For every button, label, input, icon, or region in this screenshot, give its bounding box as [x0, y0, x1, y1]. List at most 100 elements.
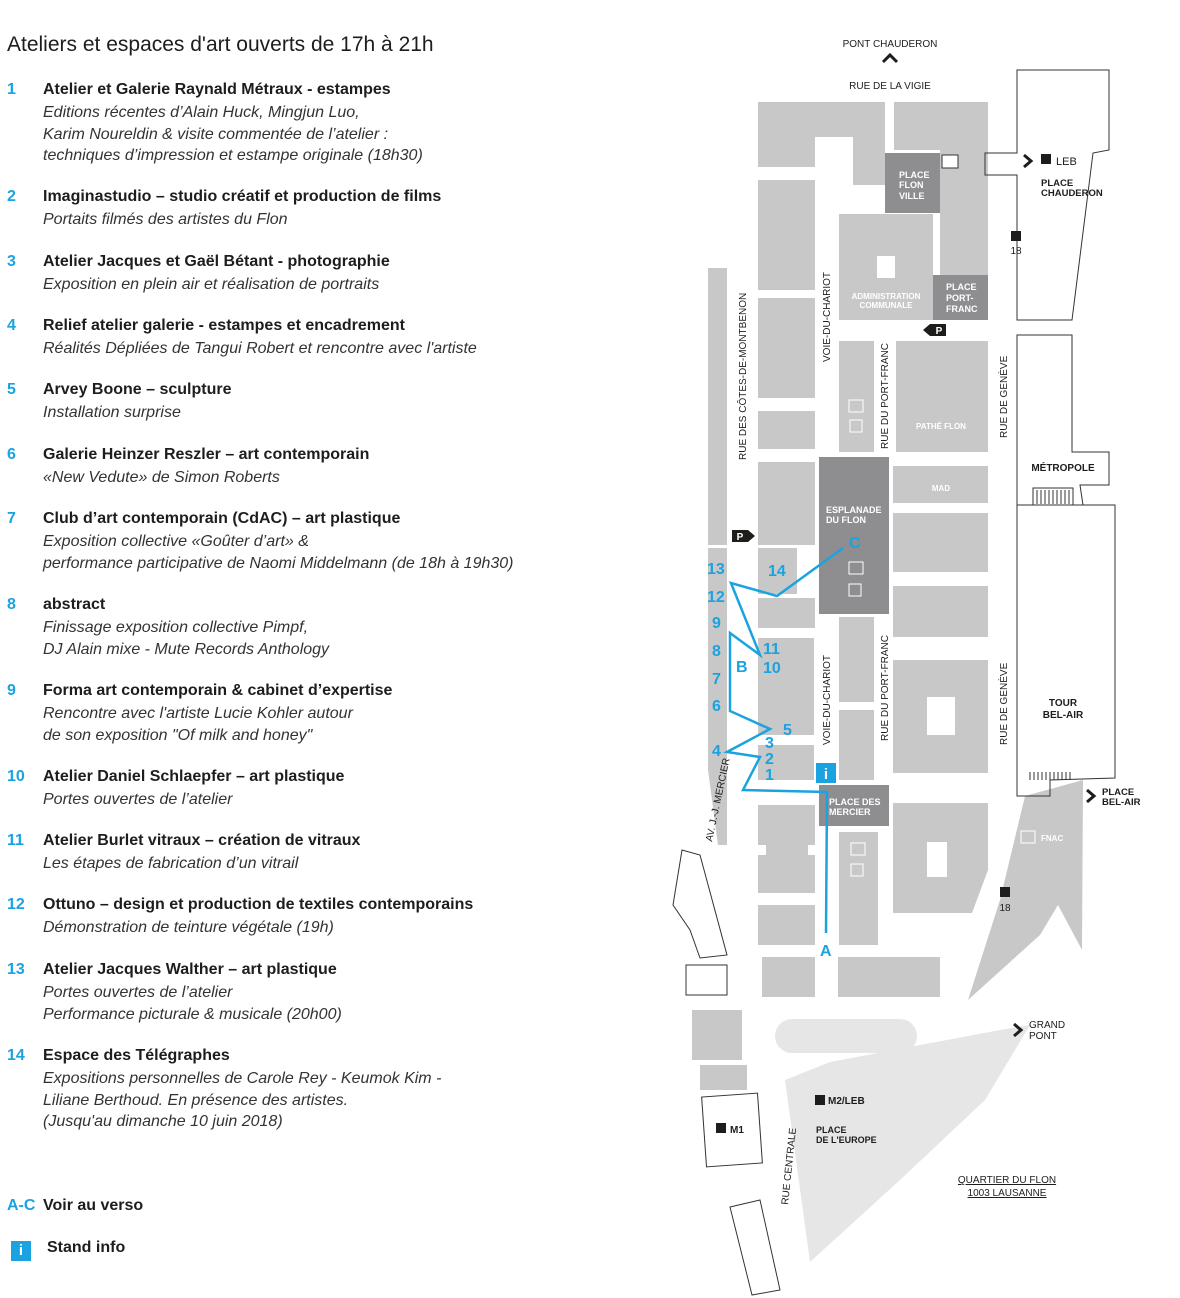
venue-description: Les étapes de fabrication d’un vitrail: [43, 855, 299, 872]
place-labels: PLACE FLON VILLE ADMINISTRATION COMMUNAL…: [826, 170, 1063, 843]
building: [893, 513, 988, 572]
info-stand-marker[interactable]: [816, 763, 836, 783]
svg-text:PONT: PONT: [1029, 1031, 1057, 1042]
svg-text:P: P: [737, 532, 744, 543]
label-leb: LEB: [1056, 156, 1077, 168]
building: [762, 957, 815, 997]
venue-title: Galerie Heinzer Reszler – art contempora…: [43, 446, 370, 463]
building-fnac: [968, 780, 1083, 1000]
venue-number: 1: [7, 81, 16, 98]
marker-3: 3: [765, 735, 774, 752]
legend-ac-key: A-C: [7, 1197, 36, 1214]
svg-text:PLACE: PLACE: [816, 1125, 847, 1135]
building: [839, 617, 874, 702]
label-rue-de-geneve: RUE DE GENÈVE: [997, 662, 1010, 745]
venue-description: Exposition en plein air et réalisation d…: [43, 276, 380, 293]
venue-description: Portes ouvertes de l’atelier: [43, 791, 233, 808]
venue-number: 10: [7, 768, 25, 785]
plaza-lozenge: [775, 1019, 917, 1053]
venue-number: 9: [7, 682, 16, 699]
esplanade-du-flon: [819, 457, 889, 614]
svg-text:BEL-AIR: BEL-AIR: [1102, 797, 1141, 808]
svg-text:TOUR: TOUR: [1049, 698, 1078, 709]
label-rue-centrale: RUE CENTRALE: [780, 1127, 799, 1205]
parking-icon: [848, 583, 862, 597]
building: [758, 411, 815, 449]
legend-ac-label: Voir au verso: [43, 1197, 144, 1214]
venue-description: Finissage exposition collective Pimpf, D…: [43, 619, 330, 658]
venue-number: 11: [7, 832, 24, 849]
building: [758, 462, 815, 545]
route-line: [723, 546, 844, 934]
label-voie-du-chariot: VOIE-DU-CHARIOT: [822, 655, 833, 745]
elevator-icon: [941, 154, 959, 169]
parking-icons: [848, 419, 864, 877]
marker-4: 4: [712, 743, 721, 760]
elevator-icon: [848, 561, 864, 575]
building: [839, 710, 874, 780]
building-strip: [708, 548, 727, 845]
street-labels: PONT CHAUDERON RUE DE LA VIGIE LEB PLACE…: [704, 39, 1140, 1205]
venue-number: 7: [7, 510, 16, 527]
svg-text:DE L'EUROPE: DE L'EUROPE: [816, 1135, 877, 1145]
building: [893, 586, 988, 637]
building: [839, 341, 874, 452]
marker-c: C: [849, 535, 861, 552]
svg-text:BEL-AIR: BEL-AIR: [1043, 710, 1084, 721]
page-title: Ateliers et espaces d'art ouverts de 17h…: [7, 33, 434, 56]
svg-text:CHAUDERON: CHAUDERON: [1041, 188, 1103, 199]
svg-text:FRANC: FRANC: [946, 304, 978, 314]
svg-text:PLACE: PLACE: [1102, 787, 1134, 798]
parking-sign: P: [923, 324, 946, 337]
marker-1: 1: [765, 767, 774, 784]
marker-5: 5: [783, 722, 792, 739]
svg-text:ADMINISTRATION: ADMINISTRATION: [852, 292, 921, 301]
stairs-hatching: [1029, 490, 1071, 780]
marker-8: 8: [712, 643, 721, 660]
buildings: [692, 102, 1083, 1090]
marker-11: 11: [763, 641, 780, 658]
elevator-icon: [850, 842, 866, 856]
parking-sign: P: [732, 530, 755, 543]
venue-title: Imaginastudio – studio créatif et produc…: [43, 188, 442, 205]
label-rue-du-port-franc: RUE DU PORT-FRANC: [880, 343, 891, 449]
svg-text:PLACE: PLACE: [899, 170, 930, 180]
lift-icons: [848, 399, 1036, 856]
svg-text:FNAC: FNAC: [1041, 834, 1063, 843]
legend-ac: A-C Voir au verso: [7, 1197, 143, 1215]
venue-description: Portaits filmés des artistes du Flon: [43, 211, 288, 228]
venue-title: Arvey Boone – sculpture: [43, 381, 232, 398]
venue-number: 6: [7, 446, 16, 463]
arrow-right-icon: [1013, 1022, 1024, 1038]
bus-icon: [1000, 887, 1010, 897]
venue-number: 12: [7, 896, 25, 913]
label-bus-18: 18: [1010, 246, 1022, 257]
building: [700, 1065, 747, 1090]
svg-text:1003 LAUSANNE: 1003 LAUSANNE: [968, 1188, 1047, 1199]
svg-text:QUARTIER DU FLON: QUARTIER DU FLON: [958, 1175, 1056, 1186]
svg-text:VILLE: VILLE: [899, 191, 925, 201]
building: [758, 745, 814, 780]
svg-text:DU FLON: DU FLON: [826, 515, 866, 525]
building: [894, 102, 988, 275]
venue-title: Ottuno – design et production de textile…: [43, 896, 474, 913]
marker-b: B: [736, 659, 748, 676]
svg-text:PATHÉ FLON: PATHÉ FLON: [916, 422, 966, 431]
info-icon: i: [11, 1241, 31, 1261]
arrow-right-icon: [1023, 153, 1034, 169]
venue-number: 2: [7, 188, 16, 205]
marker-7: 7: [712, 671, 721, 688]
building: [758, 598, 815, 628]
marker-12: 12: [707, 589, 725, 606]
building-mad: [893, 466, 988, 503]
place-port-franc: [933, 275, 988, 320]
place-de-l-europe: [785, 1025, 1030, 1262]
label-rue-cotes-de-montbenon: RUE DES CÔTES-DE-MONTBENON: [736, 293, 749, 460]
svg-text:MERCIER: MERCIER: [829, 807, 871, 817]
label-pont-chauderon: PONT CHAUDERON: [843, 39, 938, 50]
venue-title: Atelier Jacques et Gaël Bétant - photogr…: [43, 253, 390, 270]
svg-text:ESPLANADE: ESPLANADE: [826, 505, 882, 515]
venue-title: Atelier Daniel Schlaepfer – art plastiqu…: [43, 768, 345, 785]
venue-description: Démonstration de teinture végétale (19h): [43, 919, 334, 936]
dark-places: [819, 153, 988, 826]
